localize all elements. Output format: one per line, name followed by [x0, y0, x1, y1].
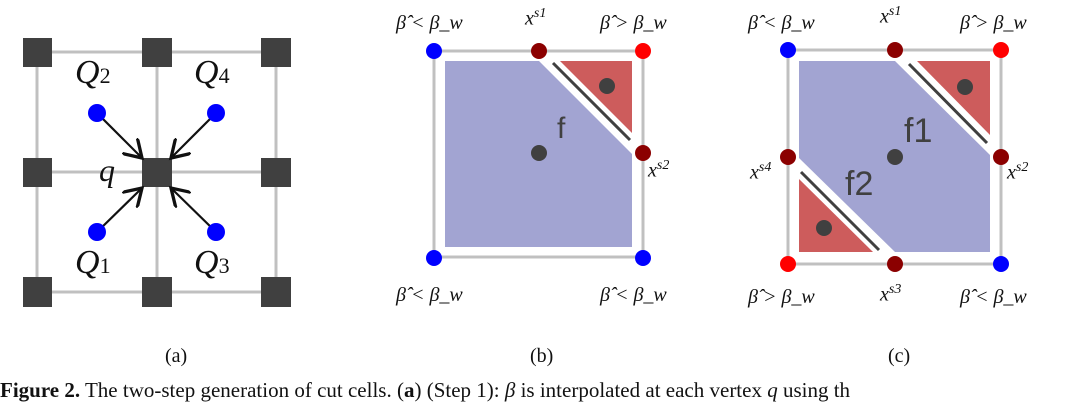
caption-prefix: Figure 2. [0, 378, 81, 402]
corner-label-tl: β̂ < β_w [396, 12, 463, 34]
corner-label-tr: β̂ > β_w [960, 12, 1027, 34]
solid-region-top [917, 61, 990, 135]
corner-label-br: β̂ < β_w [600, 284, 667, 306]
cut-point-label-s3: xs3 [880, 282, 902, 306]
cut-line [551, 61, 632, 142]
subfigure-label-a: (a) [165, 345, 188, 367]
panel-a-grid [23, 38, 291, 307]
face-label-f2: f2 [845, 165, 874, 203]
corner-label-bl: β̂ < β_w [396, 284, 463, 306]
label-Q2: Q2 [75, 54, 111, 91]
subfigure-label-c: (c) [888, 345, 911, 367]
corner-label-tr: β̂ > β_w [600, 12, 667, 34]
panel-b-cell [426, 43, 651, 266]
cut-point-label-s2: xs2 [1007, 160, 1029, 184]
blue-sample-points [88, 104, 225, 241]
corner-label-br: β̂ < β_w [960, 286, 1027, 308]
face-label-f1: f1 [904, 112, 933, 150]
grid-node-squares [23, 38, 291, 307]
solid-region [560, 61, 632, 133]
label-q: q [99, 152, 115, 188]
label-Q4: Q4 [194, 54, 230, 91]
cut-point-label-s1: xs1 [880, 4, 902, 28]
label-Q1: Q1 [75, 244, 111, 281]
solid-region-bottom [799, 179, 873, 252]
face-label-f: f [557, 112, 566, 145]
vertex-q-square [142, 158, 172, 187]
panel-c-cell [780, 42, 1009, 272]
figure-caption: Figure 2. The two-step generation of cut… [0, 378, 851, 402]
interpolation-arrows [96, 112, 217, 233]
corner-label-tl: β̂ < β_w [748, 12, 815, 34]
cut-point-label-s1: xs1 [525, 6, 547, 30]
label-Q3: Q3 [194, 244, 230, 281]
cut-point-label-s2: xs2 [648, 158, 670, 182]
subfigure-label-b: (b) [530, 345, 554, 367]
corner-label-bl: β̂ > β_w [748, 286, 815, 308]
cut-point-label-s4: xs4 [750, 160, 772, 184]
